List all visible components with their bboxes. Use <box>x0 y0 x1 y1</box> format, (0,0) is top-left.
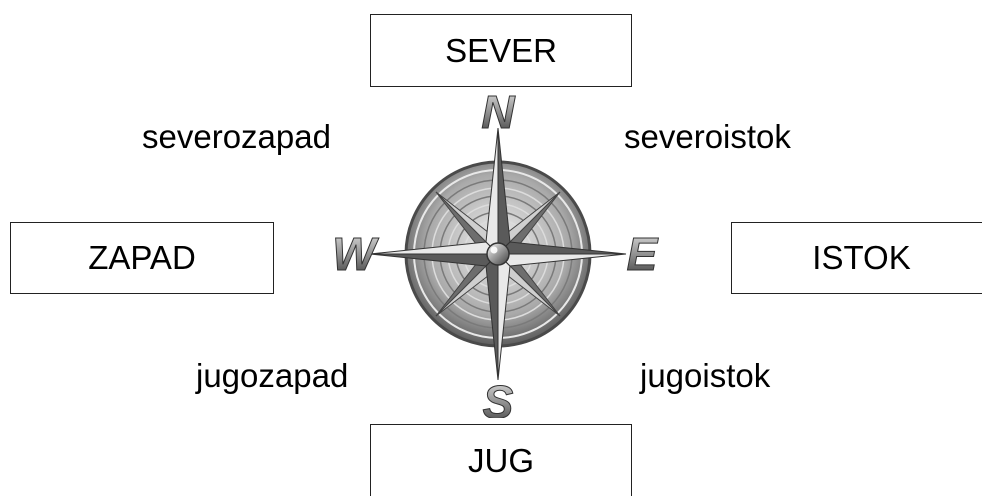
compass-hub <box>486 242 510 266</box>
west-label: ZAPAD <box>88 239 196 276</box>
southwest-label: jugozapad <box>196 357 349 394</box>
compass-letter-e: E <box>627 228 659 280</box>
south-label: JUG <box>468 441 534 479</box>
compass-letter-s: S <box>483 376 514 418</box>
north-box: SEVER <box>370 14 632 87</box>
northeast-label: severoistok <box>624 118 791 155</box>
southeast-label: jugoistok <box>640 357 771 394</box>
compass-letter-n: N <box>481 88 515 138</box>
west-box: ZAPAD <box>10 222 274 294</box>
east-label: ISTOK <box>812 239 911 276</box>
northwest-label: severozapad <box>142 118 331 155</box>
south-box: JUG <box>370 424 632 496</box>
compass-letter-w: W <box>332 228 379 280</box>
compass-rose-icon: N S W E <box>332 88 659 418</box>
east-box: ISTOK <box>731 222 982 294</box>
north-label: SEVER <box>445 31 557 69</box>
